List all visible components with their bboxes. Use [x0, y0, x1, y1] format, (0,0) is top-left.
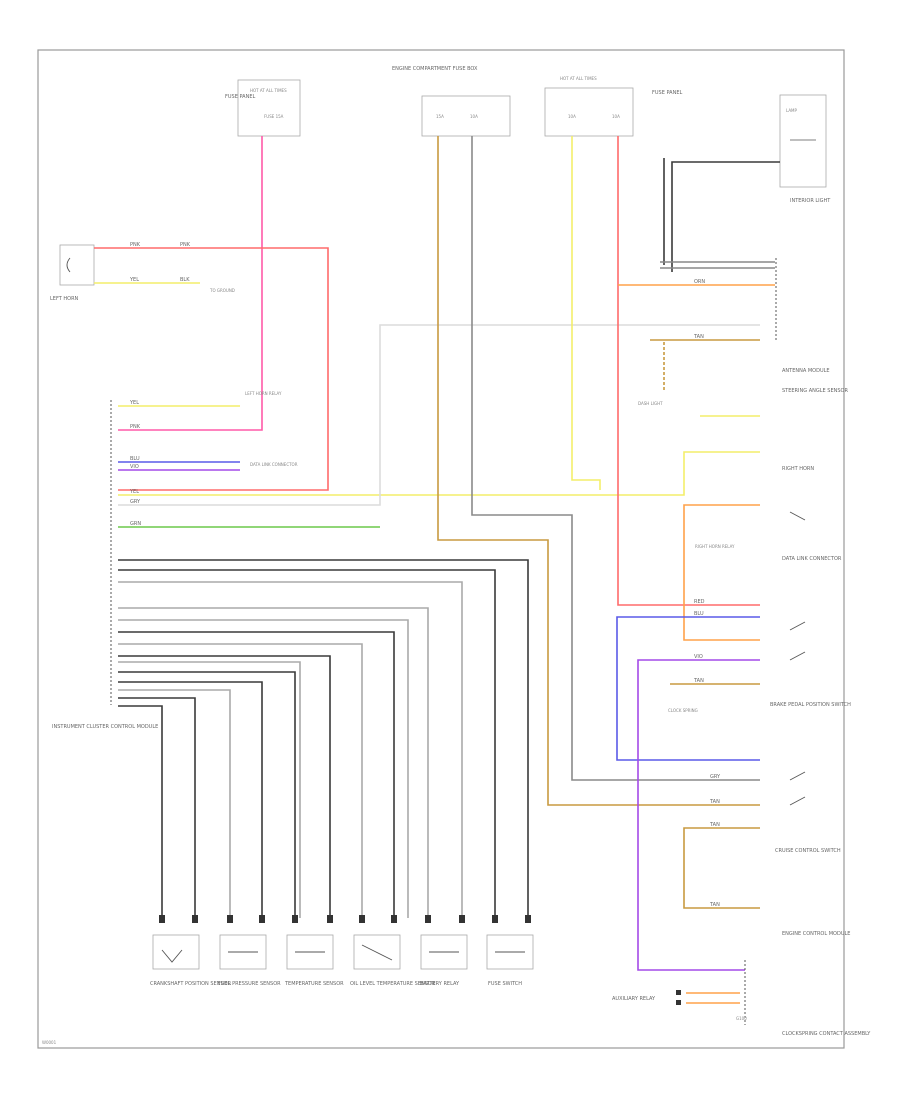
svg-text:BLK: BLK — [180, 277, 190, 283]
svg-text:BLU: BLU — [130, 456, 140, 462]
svg-text:TAN: TAN — [709, 822, 720, 828]
sensor-battery-relay: BATTERY RELAY — [420, 934, 468, 987]
brake-switch-label: BRAKE PEDAL POSITION SWITCH — [770, 702, 851, 708]
svg-text:BLU: BLU — [694, 611, 704, 617]
wire-purple-clock — [637, 659, 760, 971]
svg-text:10A: 10A — [612, 114, 620, 119]
svg-text:TAN: TAN — [709, 799, 720, 805]
wire-blue-clock — [616, 616, 760, 761]
svg-text:GRY: GRY — [710, 774, 721, 780]
right-horn-label: RIGHT HORN — [782, 466, 814, 472]
auxiliary-label: AUXILIARY RELAY — [612, 996, 656, 1002]
svg-text:TAN: TAN — [709, 902, 720, 908]
fuse-c-label: FUSE PANEL — [652, 90, 682, 96]
footer-code: W0001 — [42, 1040, 57, 1045]
sensor-fuel-pressure: FUEL PRESSURE SENSOR — [218, 934, 281, 987]
sensor-temperature: TEMPERATURE SENSOR — [284, 934, 344, 987]
left-horn-label: LEFT HORN — [50, 296, 79, 302]
cruise-switch-label: CRUISE CONTROL SWITCH — [775, 848, 841, 854]
interior-light: LAMP INTERIOR LIGHT — [779, 94, 831, 204]
svg-text:PNK: PNK — [180, 242, 191, 248]
sensor-fuse-label: FUSE SWITCH — [488, 981, 522, 987]
sensor-crankshaft: CRANKSHAFT POSITION SENSOR — [150, 934, 232, 987]
fuse-box-a: HOT AT ALL TIMES FUSE 15A FUSE PANEL — [225, 79, 301, 137]
wire-yellow-long — [118, 451, 760, 496]
engine-module-label: ENGINE CONTROL MODULE — [782, 931, 850, 937]
wire-gray-cluster — [118, 324, 760, 506]
fuse-a-label: FUSE PANEL — [225, 94, 255, 100]
svg-text:HOT AT ALL TIMES: HOT AT ALL TIMES — [560, 76, 597, 81]
svg-text:15A: 15A — [436, 114, 444, 119]
sensor-oil-level: OIL LEVEL TEMPERATURE SENSOR — [350, 934, 436, 987]
svg-text:VIO: VIO — [130, 464, 139, 470]
wire-yellow-fuse-c — [571, 136, 601, 490]
wire-tan-engine — [683, 827, 760, 909]
wire-orange-horn — [683, 504, 760, 641]
wire-red-fuse-c — [617, 136, 760, 606]
wire-pink-horn — [94, 247, 329, 491]
svg-text:TO GROUND: TO GROUND — [209, 288, 235, 293]
switch-rear — [789, 771, 806, 781]
antenna-label: ANTENNA MODULE — [782, 368, 830, 374]
svg-text:PNK: PNK — [130, 242, 141, 248]
svg-text:DASH LIGHT: DASH LIGHT — [638, 401, 663, 406]
sensor-oil-label: OIL LEVEL TEMPERATURE SENSOR — [350, 981, 436, 987]
sensor-row: CRANKSHAFT POSITION SENSOR FUEL PRESSURE… — [150, 934, 534, 987]
svg-text:10A: 10A — [568, 114, 576, 119]
switch-horn — [789, 511, 806, 521]
interior-light-label: INTERIOR LIGHT — [790, 198, 831, 204]
antenna-bundle — [660, 158, 780, 272]
sensor-fuse-switch: FUSE SWITCH — [486, 934, 534, 987]
svg-text:CLOCK SPRING: CLOCK SPRING — [668, 708, 698, 713]
data-link-label: DATA LINK CONNECTOR — [782, 556, 842, 562]
sensor-crankshaft-label: CRANKSHAFT POSITION SENSOR — [150, 981, 232, 987]
fuse-b-label: ENGINE COMPARTMENT FUSE BOX — [392, 66, 478, 72]
svg-text:GRN: GRN — [130, 521, 141, 527]
svg-text:LEFT HORN RELAY: LEFT HORN RELAY — [245, 391, 282, 396]
svg-text:YEL: YEL — [129, 489, 139, 495]
frame-label: CLOCKSPRING CONTACT ASSEMBLY — [782, 1031, 871, 1037]
svg-text:GRY: GRY — [130, 499, 141, 505]
steering-sensor-label: STEERING ANGLE SENSOR — [782, 388, 848, 394]
svg-text:ORN: ORN — [694, 279, 705, 285]
svg-text:VIO: VIO — [694, 654, 703, 660]
wire-pink-main — [118, 136, 263, 431]
svg-text:YEL: YEL — [129, 400, 139, 406]
switch-clock — [789, 651, 806, 661]
wire-tan-fuse-b — [437, 136, 760, 806]
svg-text:TAN: TAN — [693, 678, 704, 684]
switch-cruise — [789, 796, 806, 806]
svg-text:PNK: PNK — [130, 424, 141, 430]
svg-text:FUSE 15A: FUSE 15A — [264, 114, 284, 119]
svg-text:RED: RED — [694, 599, 705, 605]
wire-gray-fuse-b — [471, 136, 760, 781]
sensor-wire-bundle — [118, 559, 529, 918]
sensor-battery-label: BATTERY RELAY — [420, 981, 460, 987]
svg-text:YEL: YEL — [129, 277, 139, 283]
sensor-fuel-label: FUEL PRESSURE SENSOR — [218, 981, 281, 987]
sensor-temperature-label: TEMPERATURE SENSOR — [284, 981, 344, 987]
sensor-pins — [159, 915, 531, 923]
svg-text:LAMP: LAMP — [786, 108, 798, 113]
switch-data — [789, 621, 806, 631]
fuse-box-c: HOT AT ALL TIMES 10A 10A FUSE PANEL — [544, 76, 682, 137]
ground-label: G100 — [736, 1016, 747, 1021]
svg-text:DATA LINK CONNECTOR: DATA LINK CONNECTOR — [250, 462, 298, 467]
svg-text:HOT AT ALL TIMES: HOT AT ALL TIMES — [250, 88, 287, 93]
svg-text:10A: 10A — [470, 114, 478, 119]
svg-text:TAN: TAN — [693, 334, 704, 340]
fuse-box-b: ENGINE COMPARTMENT FUSE BOX 15A 10A — [392, 66, 511, 137]
svg-text:RIGHT HORN RELAY: RIGHT HORN RELAY — [695, 544, 735, 549]
wire-tags: PNK PNK YEL BLK YEL PNK BLU VIO YEL GRY GRN O… — [129, 242, 721, 908]
instrument-cluster-module: INSTRUMENT CLUSTER CONTROL MODULE — [52, 400, 158, 730]
instrument-cluster-label: INSTRUMENT CLUSTER CONTROL MODULE — [52, 724, 158, 730]
diagram-frame — [37, 49, 845, 1049]
left-horn: LEFT HORN — [50, 244, 95, 302]
